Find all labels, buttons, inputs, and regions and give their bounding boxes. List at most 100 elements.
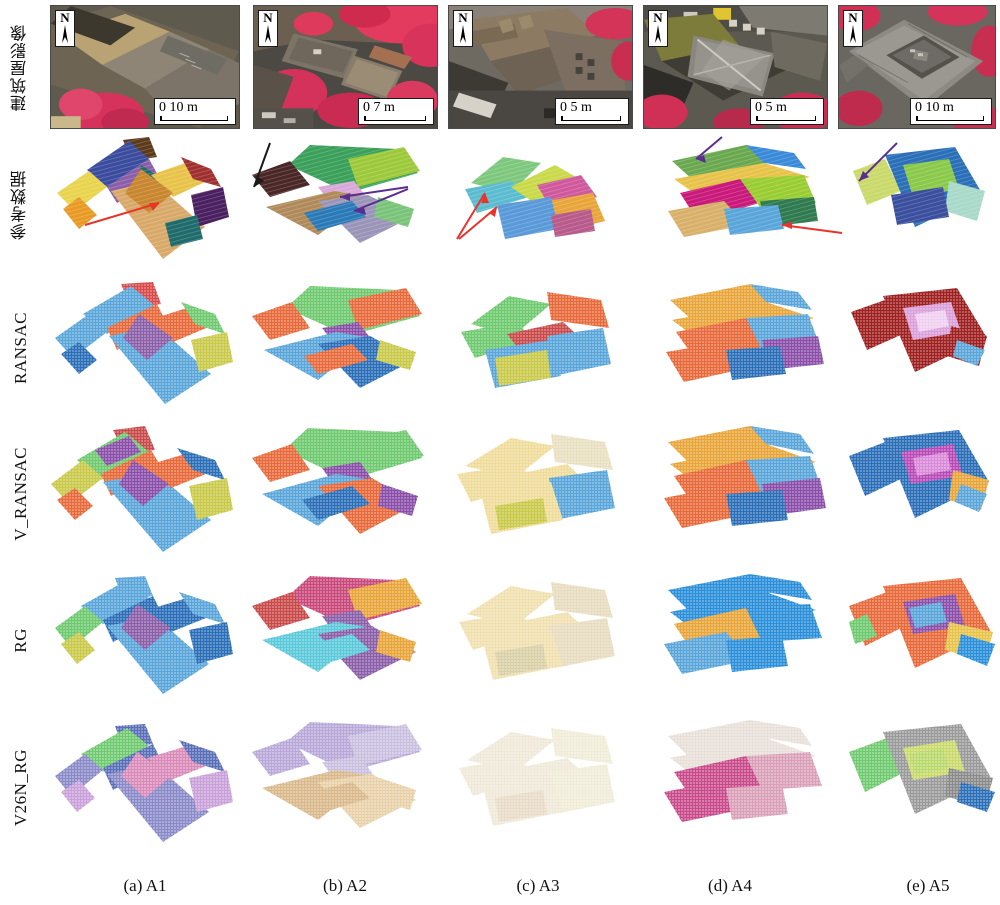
aerial-photo-a2: N 0 7 m — [253, 5, 438, 129]
segmentation-panel-vransac-a3 — [451, 422, 651, 568]
scale-bar-label-a3: 0 5 m — [560, 100, 592, 115]
annotation-arrow-icon — [339, 186, 409, 215]
seg-plot-v26nrg-a5 — [845, 716, 1000, 864]
segmentation-panel-rg-a1 — [45, 570, 245, 714]
scale-bar-icon-a2: 0 7 m — [358, 98, 434, 125]
seg-plot-rg-a2 — [248, 570, 448, 714]
seg-plot-rg-a1 — [45, 570, 245, 714]
segmentation-panel-v26nrg-a4 — [654, 716, 854, 864]
seg-plot-ransac-a3 — [451, 278, 651, 420]
north-arrow-letter: N — [848, 10, 858, 25]
north-arrow-letter: N — [263, 10, 273, 25]
segmentation-panel-v26nrg-a1 — [45, 716, 245, 864]
segmentation-panel-rg-a4 — [654, 570, 854, 714]
seg-plot-reference-a2 — [248, 135, 448, 275]
segmentation-panel-ransac-a2 — [248, 278, 448, 420]
seg-plot-rg-a3 — [451, 570, 651, 714]
row-label-rg-text: RG — [10, 628, 30, 653]
annotation-arrow-icon — [858, 142, 898, 182]
segmentation-panel-ransac-a3 — [451, 278, 651, 420]
row-label-ransac-text: RANSAC — [10, 311, 30, 384]
seg-plot-v26nrg-a2 — [248, 716, 448, 864]
column-caption-a4: (d) A4 — [708, 876, 752, 895]
north-arrow-icon: N — [843, 10, 863, 47]
segmentation-panel-rg-a3 — [451, 570, 651, 714]
segmentation-panel-reference-a4 — [654, 135, 854, 275]
segmentation-panel-vransac-a5 — [845, 422, 1000, 568]
column-caption-a1: (a) A1 — [123, 876, 167, 895]
annotation-arrow-icon — [84, 202, 160, 226]
scale-bar-icon-a4: 0 5 m — [750, 98, 824, 125]
north-arrow-glyph — [265, 25, 271, 43]
row-label-aerial-text: 建筑屋影像 — [9, 23, 29, 112]
row-label-rg: RG — [0, 568, 40, 713]
aerial-photo-a1-canvas — [51, 6, 239, 128]
row-label-v26nrg: V26N_RG — [0, 713, 40, 863]
row-label-v26nrg-text: V26N_RG — [10, 749, 30, 827]
north-arrow-letter: N — [653, 10, 663, 25]
aerial-photo-a3: N 0 5 m — [448, 5, 633, 129]
seg-plot-rg-a4 — [654, 570, 854, 714]
row-label-vransac: V_RANSAC — [0, 420, 40, 568]
north-arrow-letter: N — [60, 10, 70, 25]
seg-plot-ransac-a1 — [45, 278, 245, 420]
aerial-photo-a5: N 0 10 m — [838, 5, 996, 129]
segmentation-panel-ransac-a4 — [654, 278, 854, 420]
segmentation-panel-reference-a2 — [248, 135, 448, 275]
row-label-reference: 参考数据 — [0, 135, 40, 275]
annotation-arrow-icon — [253, 142, 271, 188]
scale-bar-icon-a5: 0 10 m — [910, 98, 992, 125]
seg-plot-vransac-a5 — [845, 422, 1000, 568]
north-arrow-glyph — [850, 25, 856, 43]
aerial-photo-a4: N 0 5 m — [643, 5, 828, 129]
annotation-arrow-icon — [695, 136, 723, 163]
north-arrow-icon: N — [55, 10, 75, 47]
seg-plot-v26nrg-a4 — [654, 716, 854, 864]
seg-plot-reference-a3 — [451, 135, 651, 275]
scale-bar-icon-a3: 0 5 m — [555, 98, 629, 125]
scale-bar-label-a1: 0 10 m — [159, 100, 198, 115]
segmentation-panel-ransac-a5 — [845, 278, 1000, 420]
north-arrow-glyph — [460, 25, 466, 43]
scale-bar-label-a2: 0 7 m — [363, 100, 395, 115]
scale-bar-label-a4: 0 5 m — [755, 100, 787, 115]
segmentation-panel-reference-a1 — [45, 135, 245, 275]
seg-plot-ransac-a5 — [845, 278, 1000, 420]
seg-plot-reference-a1 — [45, 135, 245, 275]
seg-plot-reference-a4 — [654, 135, 854, 275]
seg-plot-vransac-a4 — [654, 422, 854, 568]
segmentation-panel-vransac-a4 — [654, 422, 854, 568]
seg-plot-vransac-a1 — [45, 422, 245, 568]
scale-bar-ticks-a1 — [159, 116, 231, 121]
segmentation-panel-v26nrg-a3 — [451, 716, 651, 864]
scale-bar-ticks-a4 — [755, 116, 819, 121]
aerial-photo-a1: N 0 10 m — [50, 5, 240, 129]
north-arrow-icon: N — [453, 10, 473, 47]
segmentation-panel-vransac-a2 — [248, 422, 448, 568]
segmentation-panel-rg-a5 — [845, 570, 1000, 714]
column-caption-a3: (c) A3 — [516, 876, 560, 895]
seg-plot-vransac-a2 — [248, 422, 448, 568]
segmentation-panel-ransac-a1 — [45, 278, 245, 420]
seg-plot-v26nrg-a1 — [45, 716, 245, 864]
row-label-reference-text: 参考数据 — [9, 170, 29, 240]
column-caption-a2: (b) A2 — [323, 876, 367, 895]
north-arrow-glyph — [62, 25, 68, 43]
row-label-vransac-text: V_RANSAC — [10, 447, 30, 541]
aerial-photo-a3-canvas — [449, 6, 632, 128]
annotation-arrow-icon — [456, 192, 498, 240]
scale-bar-ticks-a5 — [915, 116, 987, 121]
segmentation-panel-reference-a5 — [845, 135, 1000, 275]
row-label-ransac: RANSAC — [0, 275, 40, 420]
scale-bar-icon-a1: 0 10 m — [154, 98, 236, 125]
seg-plot-reference-a5 — [845, 135, 1000, 275]
row-label-aerial: 建筑屋影像 — [0, 0, 40, 135]
north-arrow-letter: N — [458, 10, 468, 25]
scale-bar-ticks-a3 — [560, 116, 624, 121]
segmentation-panel-rg-a2 — [248, 570, 448, 714]
seg-plot-ransac-a2 — [248, 278, 448, 420]
segmentation-panel-v26nrg-a5 — [845, 716, 1000, 864]
seg-plot-rg-a5 — [845, 570, 1000, 714]
scale-bar-ticks-a2 — [363, 116, 429, 121]
